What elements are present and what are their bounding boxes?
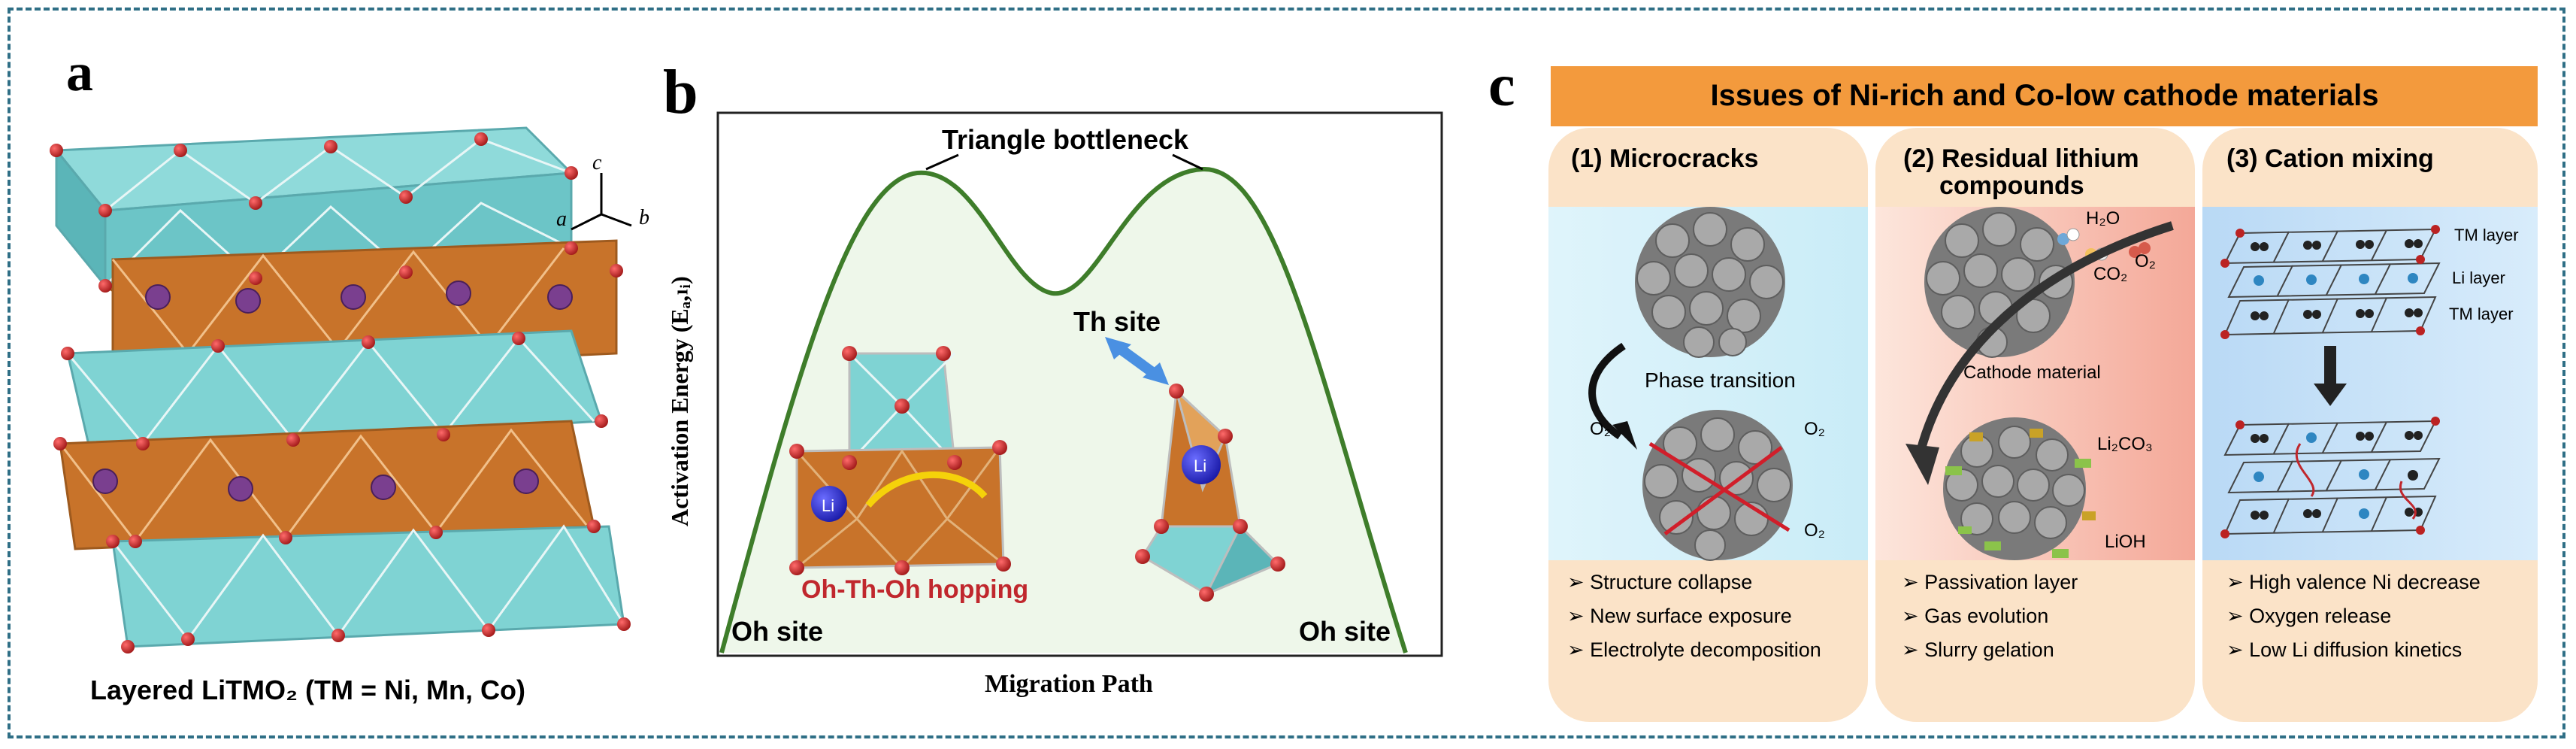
svg-text:➢ Gas evolution: ➢ Gas evolution <box>1902 605 2048 627</box>
hop-path <box>865 471 988 508</box>
col2-bullet-2: Gas evolution <box>1924 605 2048 627</box>
svg-text:➢ Electrolyte decomposition: ➢ Electrolyte decomposition <box>1567 638 1821 661</box>
panel-a-caption: Layered LiTMO₂ (TM = Ni, Mn, Co) <box>90 675 525 705</box>
col3-title: (3) Cation mixing <box>2226 144 2434 173</box>
tm-layer-label-2: TM layer <box>2449 305 2514 323</box>
axis-c-label: c <box>592 151 602 174</box>
ordered-atoms <box>2220 225 2440 339</box>
peak-pointer-right <box>1172 153 1203 171</box>
double-arrow <box>1105 337 1169 385</box>
col3-bullet-2: Oxygen release <box>2249 605 2391 627</box>
peak-pointer-left <box>925 153 959 171</box>
panel-c: c Issues of Ni-rich and Co-low cathode m… <box>1488 53 2538 722</box>
particle-cathode <box>1924 207 2075 358</box>
col2-title-line1: (2) Residual lithium <box>1903 144 2139 173</box>
col3-bullet-3: Low Li diffusion kinetics <box>2249 638 2462 661</box>
tm-layer-label-1: TM layer <box>2454 226 2519 244</box>
li-ion-right-label: Li <box>1194 456 1206 475</box>
panel-a: a <box>50 42 649 705</box>
left-site-label: Oh site <box>731 616 823 647</box>
col2-title-line2: compounds <box>1939 171 2084 200</box>
axis-triad <box>571 173 632 231</box>
layered-structure <box>50 126 631 653</box>
h2o-label: H₂O <box>2086 208 2120 229</box>
right-site-label: Oh site <box>1299 616 1391 647</box>
oh-cluster-left: Li <box>789 346 1011 575</box>
svg-text:➢ New surface exposure: ➢ New surface exposure <box>1567 605 1792 627</box>
y-axis-label: Activation Energy (Eₐ,ₗᵢ) <box>666 276 693 526</box>
column-microcracks: (1) Microcracks Phase transition <box>1548 128 1868 722</box>
co2-label: CO₂ <box>2093 264 2127 284</box>
col2-bullet-1: Passivation layer <box>1924 571 2078 593</box>
li-ion-right <box>1182 445 1221 484</box>
cathode-label: Cathode material <box>1963 362 2101 383</box>
col3-bullet-1: High valence Ni decrease <box>2249 571 2481 593</box>
li-ion-left-label: Li <box>822 496 834 515</box>
col1-bullet-2: New surface exposure <box>1590 605 1792 627</box>
axis-a-label: a <box>556 208 567 231</box>
column-residual-lithium: (2) Residual lithium compounds H₂O CO₂ O… <box>1875 128 2195 722</box>
li-ion-left <box>811 486 847 522</box>
th-site-label: Th site <box>1073 306 1161 337</box>
lioh-label: LiOH <box>2105 532 2146 552</box>
col1-title: (1) Microcracks <box>1571 144 1758 173</box>
li2co3-label: Li₂CO₃ <box>2097 434 2153 454</box>
column-cation-mixing: (3) Cation mixing TM layer Li layer TM l… <box>2202 128 2538 722</box>
li-ions-a <box>92 280 573 502</box>
col1-o2-right: O₂ <box>1804 419 1825 439</box>
svg-text:➢ Oxygen release: ➢ Oxygen release <box>2226 605 2391 627</box>
phase-arrow <box>1588 342 1626 440</box>
particle-intact <box>1635 207 1785 358</box>
banner <box>1551 66 2538 126</box>
th-oh-cluster-right: Li <box>1135 384 1285 602</box>
phase-label: Phase transition <box>1645 368 1796 392</box>
particle-cracked <box>1642 410 1793 561</box>
col1-o2-left: O₂ <box>1590 419 1611 439</box>
panel-b-letter: b <box>663 57 698 127</box>
axis-b-label: b <box>639 206 649 229</box>
oxygen-atoms-a <box>50 132 631 653</box>
col1-o2-bottom: O₂ <box>1804 520 1825 541</box>
energy-curve <box>719 166 1408 653</box>
mixed-atoms <box>2220 417 2440 538</box>
x-axis-label: Migration Path <box>985 670 1153 698</box>
particle-coated <box>1943 417 2096 560</box>
peak-label: Triangle bottleneck <box>942 124 1189 155</box>
svg-text:➢ Slurry gelation: ➢ Slurry gelation <box>1902 638 2054 661</box>
panel-c-letter: c <box>1488 53 1515 119</box>
panel-b: b Triangle bottleneck Activation Energy … <box>663 57 1443 698</box>
svg-text:➢ Structure collapse: ➢ Structure collapse <box>1567 571 1752 593</box>
svg-text:➢ Low Li diffusion kinetics: ➢ Low Li diffusion kinetics <box>2226 638 2462 661</box>
panel-a-letter: a <box>66 42 93 102</box>
svg-text:➢ Passivation layer: ➢ Passivation layer <box>1902 571 2078 593</box>
col1-bullet-1: Structure collapse <box>1590 571 1752 593</box>
li-layer-label: Li layer <box>2452 268 2505 287</box>
col2-bullet-3: Slurry gelation <box>1924 638 2054 661</box>
banner-title: Issues of Ni-rich and Co-low cathode mat… <box>1710 79 2378 112</box>
tm-layer-bottom <box>111 524 625 648</box>
o2-label-col2: O₂ <box>2135 251 2156 271</box>
svg-text:➢ High valence Ni decrease: ➢ High valence Ni decrease <box>2226 571 2481 593</box>
col1-bullet-3: Electrolyte decomposition <box>1590 638 1821 661</box>
reaction-arrow <box>1916 221 2174 453</box>
figure-frame <box>8 8 2565 738</box>
hopping-label: Oh-Th-Oh hopping <box>801 575 1028 604</box>
down-arrow <box>2314 346 2347 406</box>
